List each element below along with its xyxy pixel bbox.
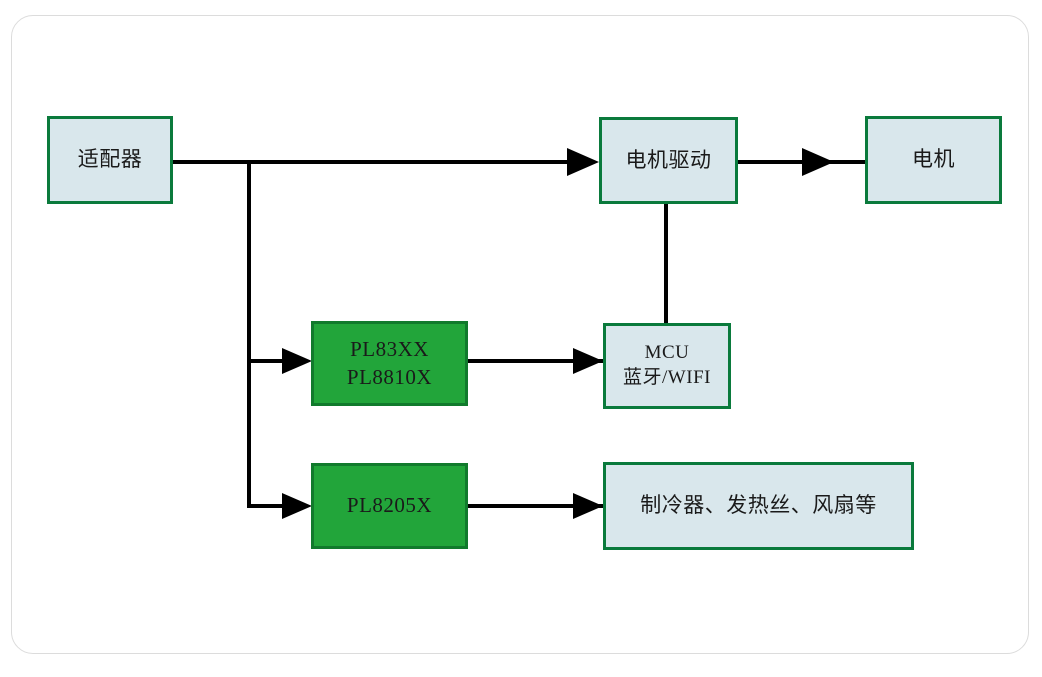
node-adapter-label: 适配器	[77, 147, 143, 172]
connector-adapter-to-pl8205x	[247, 504, 305, 508]
arrowhead-adapter-to-motor-driver	[567, 148, 599, 176]
node-adapter[interactable]: 适配器	[47, 116, 173, 204]
node-motor-driver-label: 电机驱动	[625, 147, 712, 172]
connector-adapter-trunk-vertical	[247, 160, 251, 508]
arrowhead-motor-driver-to-motor	[802, 148, 834, 176]
arrowhead-adapter-to-pl83xx	[282, 348, 312, 374]
node-mcu-label-line1: MCU	[644, 342, 690, 364]
connector-pl83xx-to-mcu	[468, 359, 603, 363]
node-loads[interactable]: 制冷器、发热丝、风扇等	[603, 462, 914, 550]
connector-motor-driver-to-mcu	[664, 202, 668, 324]
arrowhead-adapter-to-pl8205x	[282, 493, 312, 519]
node-motor-label: 电机	[912, 147, 955, 172]
node-loads-label: 制冷器、发热丝、风扇等	[640, 493, 877, 518]
node-motor-driver[interactable]: 电机驱动	[599, 117, 738, 204]
node-motor[interactable]: 电机	[865, 116, 1002, 204]
node-pl8205x[interactable]: PL8205X	[311, 463, 468, 549]
node-mcu-label-line2: 蓝牙/WIFI	[623, 367, 711, 388]
node-pl83xx-label-line1: PL83XX	[350, 337, 429, 362]
connector-pl8205x-to-loads	[468, 504, 603, 508]
arrowhead-pl8205x-to-loads	[573, 493, 603, 519]
arrowhead-pl83xx-to-mcu	[573, 348, 603, 374]
diagram-panel: 适配器 电机驱动 电机 PL83XX PL8810X MCU 蓝牙/WIFI P…	[11, 15, 1029, 654]
connector-adapter-to-motor-driver	[173, 160, 579, 164]
connector-adapter-to-pl83xx	[247, 359, 305, 363]
node-pl8205x-label: PL8205X	[346, 493, 433, 518]
node-mcu[interactable]: MCU 蓝牙/WIFI	[603, 323, 731, 409]
node-pl83xx[interactable]: PL83XX PL8810X	[311, 321, 468, 406]
node-pl83xx-label-line2: PL8810X	[346, 364, 433, 389]
